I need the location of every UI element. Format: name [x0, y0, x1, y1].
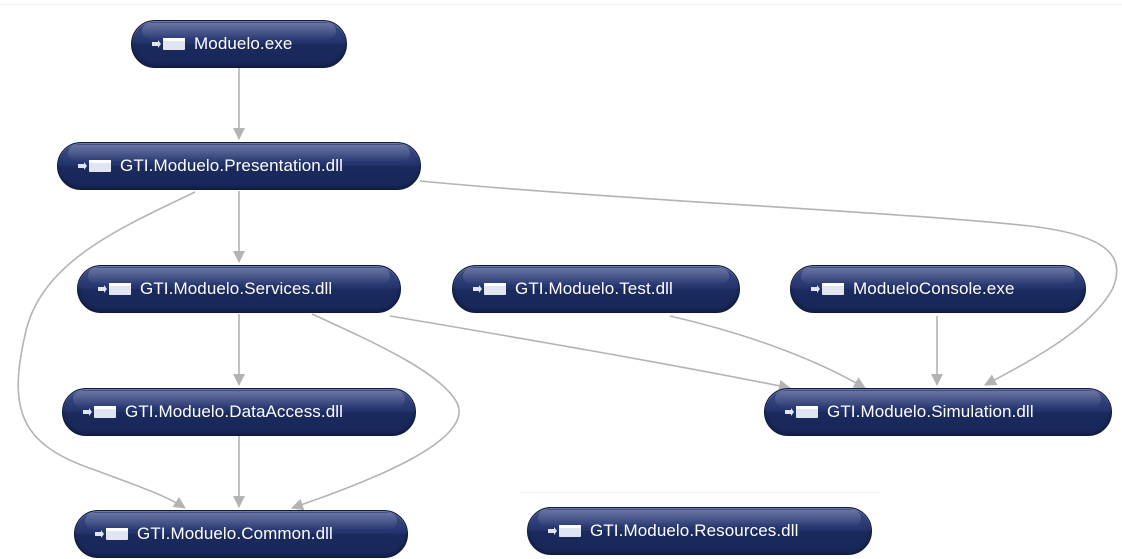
node-label: GTI.Moduelo.Simulation.dll: [827, 402, 1034, 421]
assembly-module-icon: [548, 524, 582, 538]
assembly-module-icon: [83, 405, 117, 419]
node-resources-dll[interactable]: GTI.Moduelo.Resources.dll: [527, 507, 872, 555]
node-label: GTI.Moduelo.DataAccess.dll: [125, 402, 344, 421]
node-label: GTI.Moduelo.Common.dll: [137, 524, 333, 543]
node-label: Moduelo.exe: [194, 34, 293, 53]
top-divider: [0, 4, 1122, 5]
node-label: GTI.Moduelo.Presentation.dll: [120, 156, 343, 175]
node-label: ModueloConsole.exe: [853, 279, 1015, 298]
edge-services-to-simulation: [389, 315, 791, 392]
node-presentation-dll[interactable]: GTI.Moduelo.Presentation.dll: [57, 142, 421, 190]
assembly-module-icon: [811, 282, 845, 296]
assembly-module-icon: [152, 37, 186, 51]
node-label: GTI.Moduelo.Test.dll: [515, 279, 673, 298]
assembly-module-icon: [78, 159, 112, 173]
assembly-module-icon: [98, 282, 132, 296]
node-moduelo-console-exe[interactable]: ModueloConsole.exe: [790, 265, 1086, 313]
assembly-module-icon: [95, 527, 129, 541]
node-simulation-dll[interactable]: GTI.Moduelo.Simulation.dll: [764, 388, 1112, 436]
edge-services-to-common: [291, 313, 460, 511]
node-dataaccess-dll[interactable]: GTI.Moduelo.DataAccess.dll: [62, 388, 416, 436]
edge-test-to-simulation: [669, 315, 866, 389]
assembly-module-icon: [785, 405, 819, 419]
faint-divider: [519, 492, 879, 493]
edge-presentation-to-simulation: [419, 180, 1118, 386]
node-label: GTI.Moduelo.Resources.dll: [590, 521, 799, 540]
node-common-dll[interactable]: GTI.Moduelo.Common.dll: [74, 510, 408, 558]
node-moduelo-exe[interactable]: Moduelo.exe: [131, 20, 347, 68]
node-test-dll[interactable]: GTI.Moduelo.Test.dll: [452, 265, 740, 313]
node-services-dll[interactable]: GTI.Moduelo.Services.dll: [77, 265, 401, 313]
edge-presentation-to-common: [17, 191, 196, 509]
assembly-module-icon: [473, 282, 507, 296]
node-label: GTI.Moduelo.Services.dll: [140, 279, 333, 298]
